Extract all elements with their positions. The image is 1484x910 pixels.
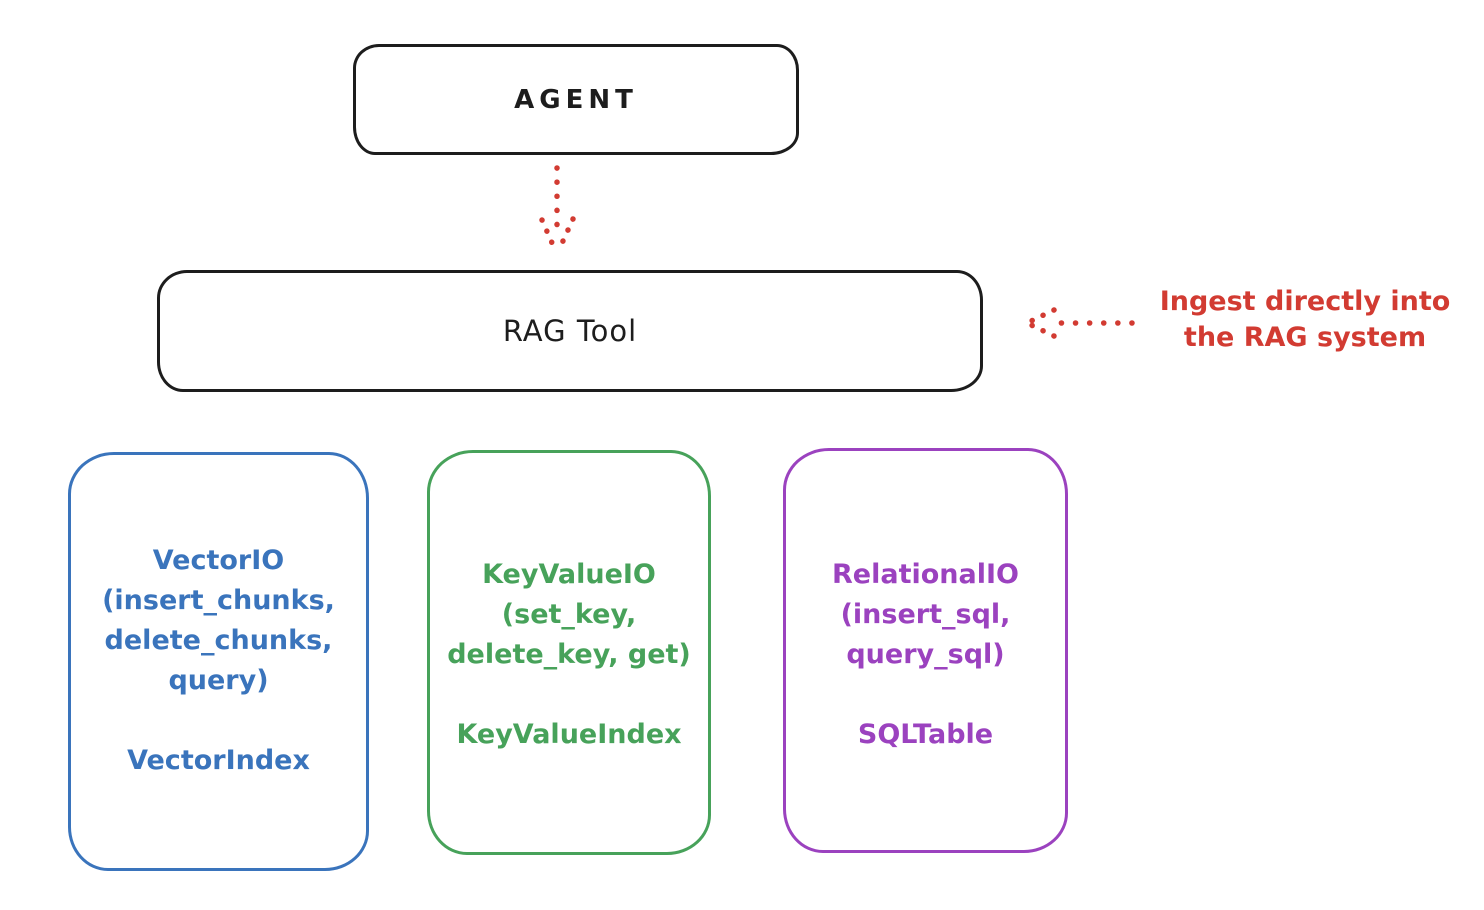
key-value-io-methods: KeyValueIO (set_key, delete_key, get) [447,559,691,670]
rag-tool-node: RAG Tool [157,270,983,392]
agent-to-ragtool-arrow-icon [539,165,576,255]
key-value-index-label: KeyValueIndex [456,719,682,750]
relational-io-methods: RelationalIO (insert_sql, query_sql) [832,559,1019,670]
ingest-annotation-arrow-icon [1024,307,1135,339]
sql-table-label: SQLTable [857,719,994,750]
ingest-annotation: Ingest directly into the RAG system [1159,286,1451,353]
key-value-io-node: KeyValueIO (set_key, delete_key, get) Ke… [427,450,711,855]
agent-node: AGENT [353,44,799,155]
agent-label: AGENT [514,84,638,115]
rag-tool-label: RAG Tool [502,314,638,348]
vector-index-label: VectorIndex [127,745,310,776]
vector-io-methods: VectorIO (insert_chunks, delete_chunks, … [102,545,335,696]
vector-io-node: VectorIO (insert_chunks, delete_chunks, … [68,452,369,871]
relational-io-node: RelationalIO (insert_sql, query_sql) SQL… [783,448,1068,853]
